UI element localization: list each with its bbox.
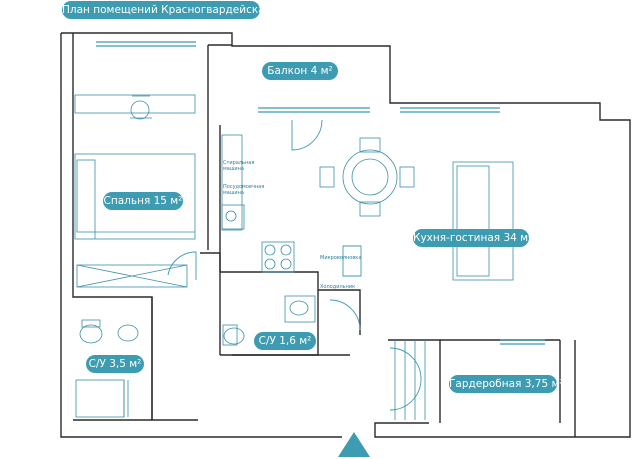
doors (167, 119, 422, 411)
room-label-bedroom: Спальня 15 м² (103, 192, 183, 210)
plan-title: План помещений Красногвардейская (62, 4, 271, 16)
room-label-bath-large: С/У 3,5 м² (86, 355, 144, 373)
room-label-wardrobe: Гардеробная 3,75 м² (449, 375, 564, 393)
label-dishwasher: Посудомоечная машина (223, 184, 265, 196)
label-microwave: Микроволновка (320, 255, 362, 261)
room-label-balcony: Балкон 4 м² (262, 62, 338, 80)
label-washer: Стиральная машина (223, 160, 255, 172)
room-label-bath-small: С/У 1,6 м² (254, 332, 316, 350)
label-fridge: Холодильник (320, 284, 356, 290)
room-label-kitchen-living: Кухня-гостиная 34 м² (413, 229, 532, 247)
furniture (74, 94, 514, 420)
entrance-marker-icon (338, 432, 370, 457)
title-pill-bg (62, 1, 260, 19)
windows (96, 41, 545, 345)
